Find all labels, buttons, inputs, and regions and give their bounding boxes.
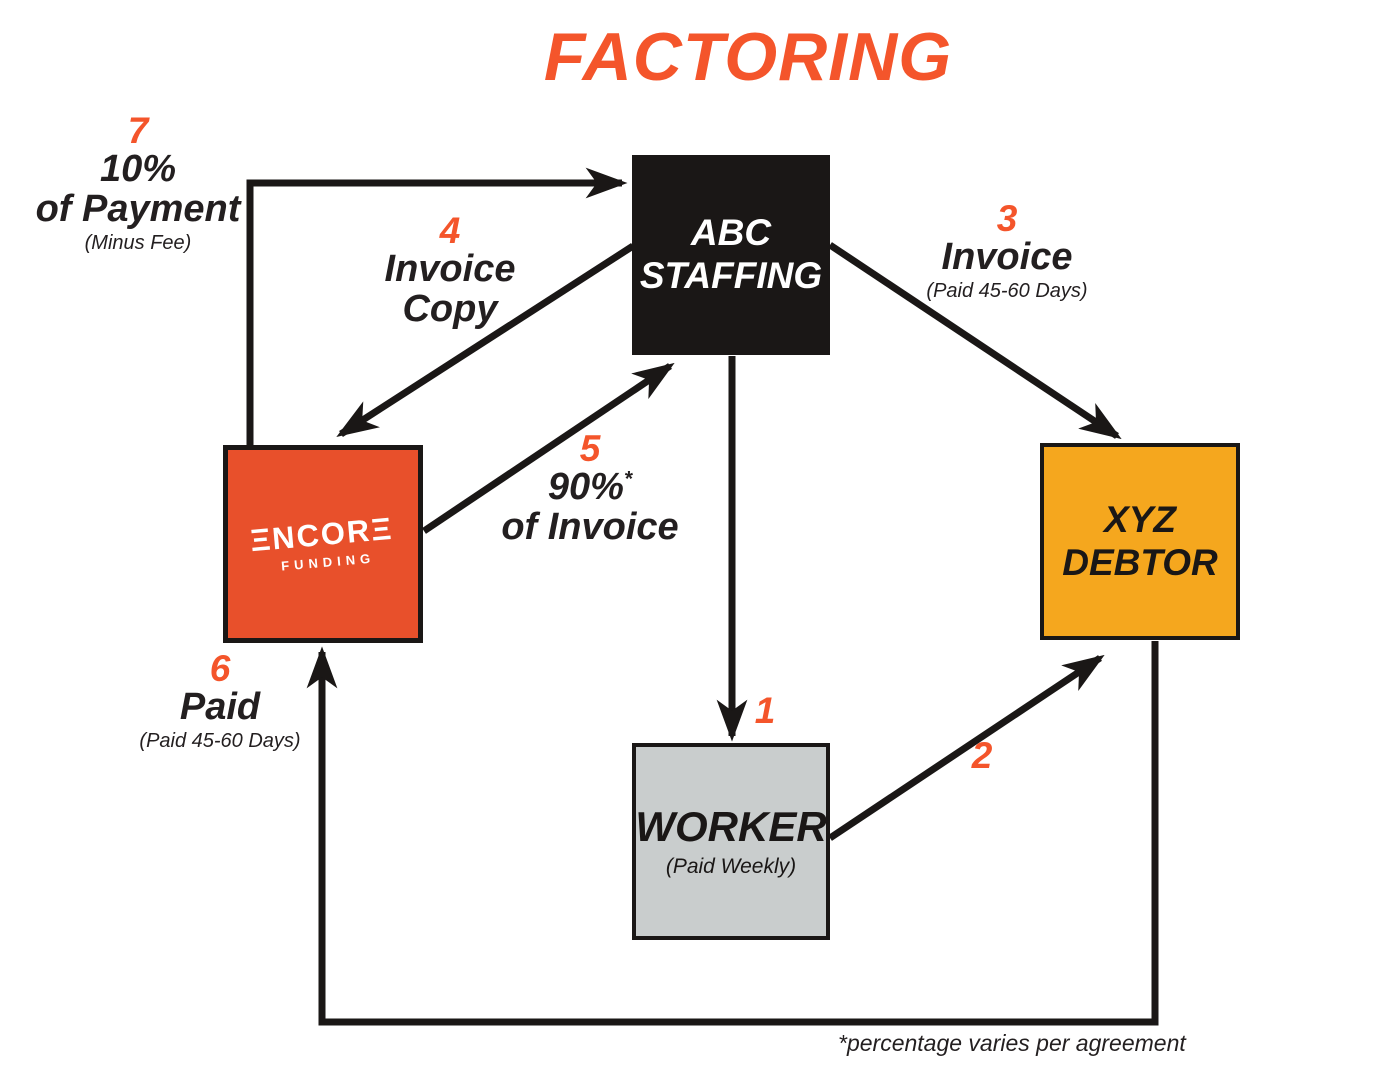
step-1-number: 1 bbox=[754, 690, 776, 731]
step-5-text-line2: of Invoice bbox=[501, 505, 679, 548]
label-step-4: 4 Invoice Copy bbox=[384, 210, 516, 330]
step-5-asterisk: * bbox=[623, 467, 633, 491]
step-4-text-line2: Copy bbox=[402, 287, 498, 330]
step-3-number: 3 bbox=[996, 198, 1018, 239]
xyz-debtor-label-line2: DEBTOR bbox=[1062, 541, 1218, 583]
step-5-value-line: 90%* bbox=[501, 468, 678, 508]
label-step-7: 7 10% of Payment (Minus Fee) bbox=[35, 110, 241, 254]
step-7-text-line2: of Payment bbox=[35, 187, 241, 230]
abc-staffing-label-line2: STAFFING bbox=[639, 255, 823, 296]
label-step-1: 1 bbox=[754, 690, 776, 731]
node-abc-staffing: ABC STAFFING bbox=[632, 155, 830, 355]
step-6-number: 6 bbox=[209, 648, 231, 689]
node-worker: WORKER (Paid Weekly) bbox=[632, 743, 830, 940]
step-3-text-line1: Invoice bbox=[941, 236, 1073, 279]
step-3-note: (Paid 45-60 Days) bbox=[926, 279, 1088, 302]
label-step-2: 2 bbox=[971, 735, 993, 776]
xyz-debtor-label-line1: XYZ bbox=[1104, 498, 1176, 540]
node-xyz-debtor: XYZ DEBTOR bbox=[1040, 443, 1240, 640]
abc-staffing-label-line1: ABC bbox=[690, 212, 772, 254]
step-6-note: (Paid 45-60 Days) bbox=[139, 729, 301, 752]
label-step-6: 6 Paid (Paid 45-60 Days) bbox=[139, 648, 301, 752]
step-2-number: 2 bbox=[971, 735, 993, 776]
worker-paid-weekly-note: (Paid Weekly) bbox=[665, 854, 797, 878]
encore-logo-wordmark: ΞNCORΞ bbox=[249, 510, 395, 558]
step-4-number: 4 bbox=[439, 210, 461, 251]
encore-funding-logo: ΞNCORΞ FUNDING bbox=[249, 510, 396, 575]
step-6-text-line1: Paid bbox=[179, 686, 261, 729]
footnote-percentage-disclaimer: *percentage varies per agreement bbox=[838, 1030, 1186, 1056]
label-step-3: 3 Invoice (Paid 45-60 Days) bbox=[926, 198, 1088, 302]
step-5-percentage: 90% bbox=[547, 466, 624, 509]
worker-label: WORKER bbox=[635, 803, 827, 851]
label-step-5: 5 90%* of Invoice bbox=[501, 428, 679, 548]
page-title: FACTORING bbox=[543, 19, 953, 95]
arrow-2-worker-to-debtor-line bbox=[828, 654, 1105, 841]
step-7-note: (Minus Fee) bbox=[84, 231, 192, 254]
step-7-number: 7 bbox=[127, 110, 149, 151]
node-encore-funding: ΞNCORΞ FUNDING bbox=[223, 445, 423, 643]
step-4-text-line1: Invoice bbox=[384, 248, 516, 291]
step-7-text-line1: 10% bbox=[99, 148, 177, 191]
step-5-number: 5 bbox=[579, 428, 601, 469]
